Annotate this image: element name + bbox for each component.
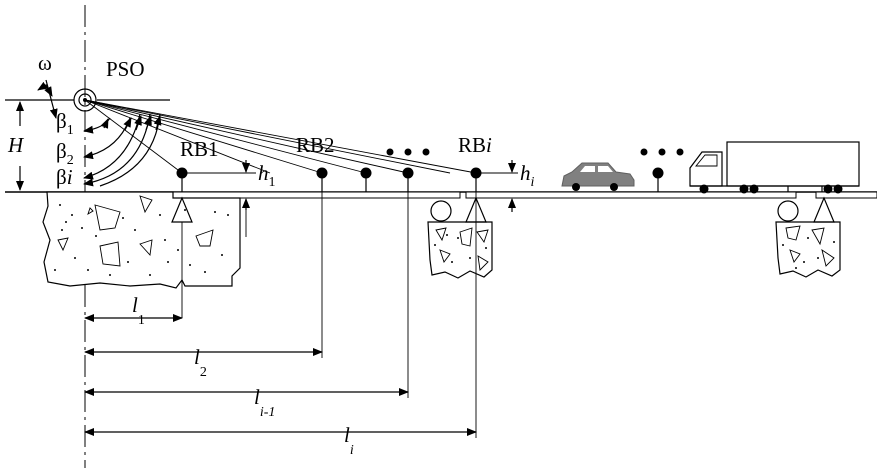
hi-label: hi (520, 161, 535, 190)
h-label: H (7, 133, 25, 157)
h1-dimension (182, 160, 256, 210)
truck (689, 141, 860, 194)
l-dimensions (84, 314, 477, 436)
l2-label: l2 (194, 345, 207, 380)
rb1-label: RB1 (180, 137, 219, 161)
l1-label: l1 (132, 293, 145, 328)
hi-dimension (476, 160, 518, 212)
pso-symbol (5, 88, 170, 112)
omega-label: ω (38, 51, 52, 75)
middle-pier (427, 221, 493, 279)
construction-lines (181, 173, 477, 438)
right-pier (775, 221, 841, 278)
car (561, 162, 635, 191)
beacon-rb1 (176, 167, 188, 192)
beta1-label: β1 (56, 109, 74, 138)
beta2-label: β2 (56, 139, 74, 168)
sight-lines (84, 99, 477, 174)
beacon-rbi (470, 167, 482, 192)
beacon-far-1 (652, 167, 664, 192)
li-label: li (344, 423, 354, 458)
h1-label: h1 (258, 161, 276, 190)
beacon-i-minus-1 (402, 167, 414, 192)
ellipsis-dots (386, 148, 684, 156)
rbi-label: RBi (458, 133, 492, 157)
beta-angle-arcs (83, 113, 162, 187)
pso-label: PSO (106, 57, 145, 81)
bridge-deck (172, 191, 877, 199)
rb2-label: RB2 (296, 133, 335, 157)
omega-rotation-arrow (37, 79, 58, 119)
betai-label: βi (56, 165, 73, 189)
bridge-bearings (171, 196, 835, 223)
beacon-rb2 (316, 167, 328, 192)
left-abutment (42, 191, 241, 289)
beacon-3 (360, 167, 372, 192)
li-minus-1-label: li-1 (254, 385, 275, 420)
